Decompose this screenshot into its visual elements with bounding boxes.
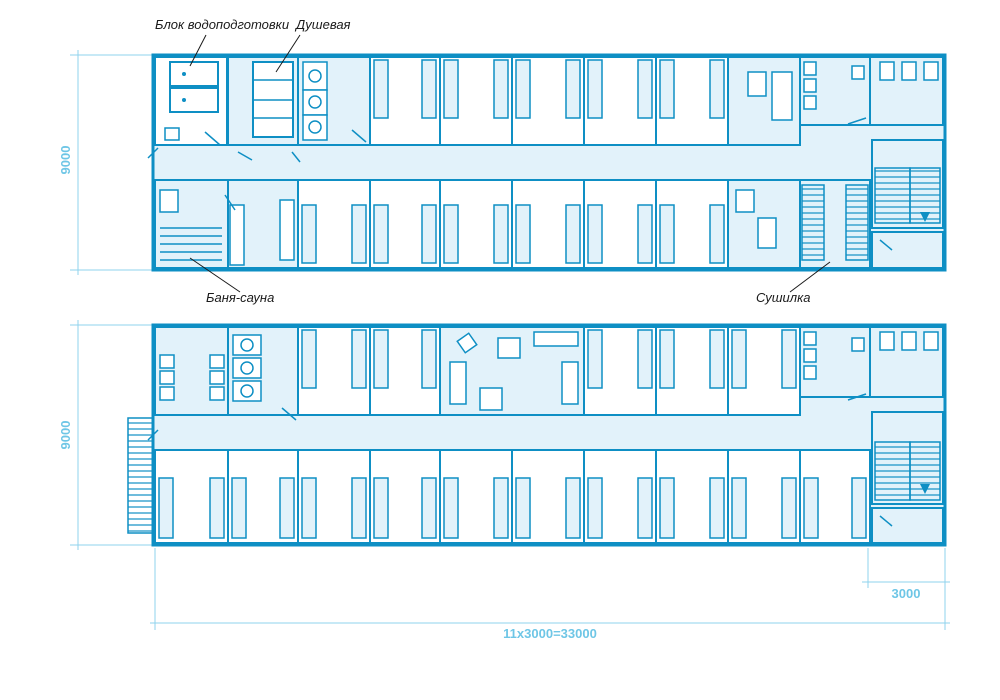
upper-doors [147, 117, 893, 251]
lower-stair-flight [874, 441, 911, 501]
sofa [449, 361, 467, 405]
upper-floor-plan [147, 53, 947, 272]
lower-beds-bottom [158, 477, 867, 539]
label-shower: Душевая [294, 17, 351, 32]
water-tank [169, 87, 219, 113]
dryer-rack [801, 184, 825, 261]
sauna-bench [160, 227, 222, 261]
dimension-total: 11x3000=33000 [503, 626, 597, 641]
upper-toilets [302, 61, 328, 141]
sofa [561, 361, 579, 405]
label-water-treatment: Блок водоподготовки [155, 17, 289, 32]
dimension-height-top: 9000 [58, 146, 73, 175]
upper-stair-arrow-icon [920, 212, 930, 222]
dimension-lines [70, 50, 950, 630]
lower-vestibule [871, 507, 944, 544]
upper-sinks [803, 61, 939, 110]
upper-vestibule [871, 231, 944, 269]
lower-sanitary [159, 331, 939, 402]
dimension-module: 3000 [892, 586, 921, 601]
lower-beds-top [301, 329, 797, 389]
entrance-stairs [127, 417, 154, 534]
label-dryer: Сушилка [756, 290, 810, 305]
lower-stair-arrow-icon [920, 484, 930, 494]
lower-floor-plan [127, 323, 947, 547]
label-sauna: Баня-сауна [206, 290, 274, 305]
upper-beds-bottom [301, 204, 725, 264]
water-tank [169, 61, 219, 87]
table [479, 387, 503, 411]
lower-doors [147, 393, 893, 527]
lower-rooms-bottom [154, 449, 871, 544]
armchair [456, 332, 478, 354]
upper-stair-flight [874, 167, 911, 224]
upper-beds-top [373, 59, 725, 119]
dryer-rack [845, 184, 869, 261]
callout-leaders [189, 34, 831, 293]
dimension-height-bottom: 9000 [58, 421, 73, 450]
sofa [533, 331, 579, 347]
table [497, 337, 521, 359]
